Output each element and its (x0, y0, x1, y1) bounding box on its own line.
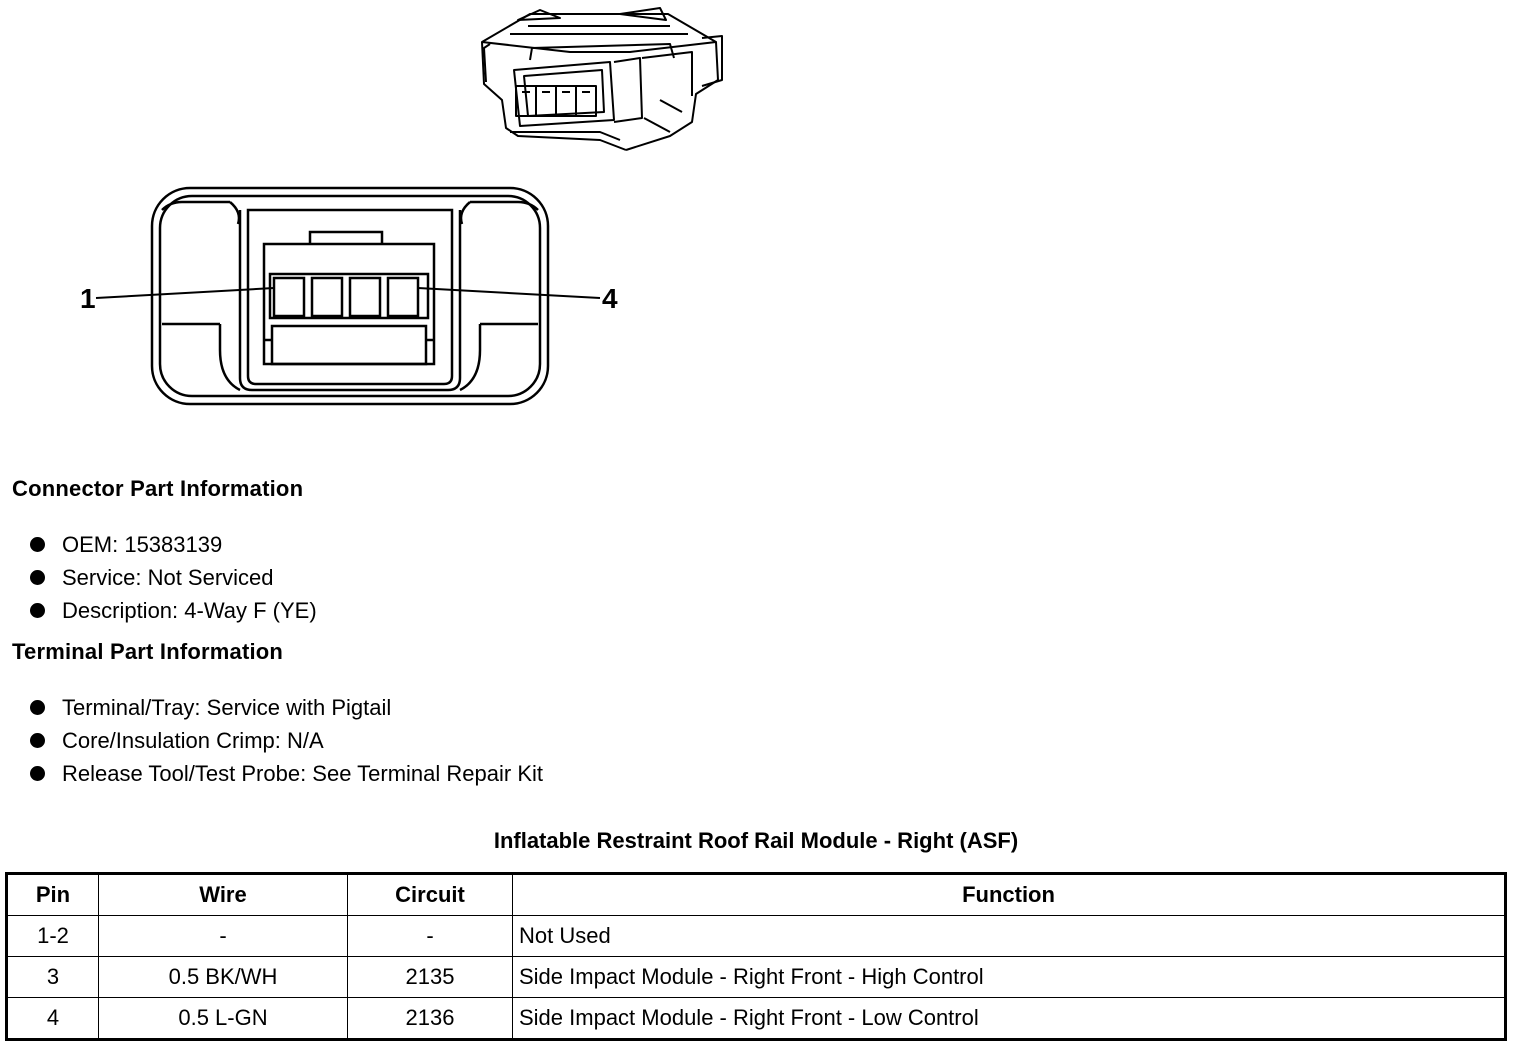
cell-pin: 3 (6, 956, 99, 998)
cell-circuit: 2135 (347, 956, 513, 998)
terminal-part-info-list: Terminal/Tray: Service with Pigtail Core… (30, 691, 543, 790)
pinout-table-caption: Inflatable Restraint Roof Rail Module - … (493, 828, 1019, 853)
cell-function: Side Impact Module - Right Front - High … (512, 956, 1506, 998)
bullet-icon (30, 570, 45, 585)
table-row: 1-2 - - Not Used (6, 915, 1506, 957)
connector-part-info-list: OEM: 15383139 Service: Not Serviced Desc… (30, 528, 317, 627)
cell-function: Not Used (512, 915, 1506, 957)
table-row: 3 0.5 BK/WH 2135 Side Impact Module - Ri… (6, 956, 1506, 998)
cell-pin: 1-2 (6, 915, 99, 957)
table-header-row: Pin Wire Circuit Function (6, 873, 1506, 916)
list-item: Description: 4-Way F (YE) (30, 594, 317, 627)
cell-pin: 4 (6, 997, 99, 1040)
column-header-function: Function (512, 873, 1506, 916)
list-item: Release Tool/Test Probe: See Terminal Re… (30, 757, 543, 790)
pin-4-label: 4 (602, 283, 618, 314)
bullet-icon (30, 700, 45, 715)
cell-wire: 0.5 BK/WH (98, 956, 348, 998)
column-header-wire: Wire (98, 873, 348, 916)
list-item: OEM: 15383139 (30, 528, 317, 561)
cell-function: Side Impact Module - Right Front - Low C… (512, 997, 1506, 1040)
bullet-icon (30, 537, 45, 552)
pin-1-label: 1 (80, 283, 96, 314)
list-item: Core/Insulation Crimp: N/A (30, 724, 543, 757)
terminal-part-info-heading: Terminal Part Information (12, 639, 284, 664)
connector-part-info-heading: Connector Part Information (12, 476, 304, 501)
list-item: Service: Not Serviced (30, 561, 317, 594)
bullet-icon (30, 733, 45, 748)
cell-wire: - (98, 915, 348, 957)
column-header-circuit: Circuit (347, 873, 513, 916)
connector-face-drawing: 1 4 (80, 186, 618, 406)
cell-circuit: - (347, 915, 513, 957)
connector-isometric-drawing (481, 7, 723, 151)
bullet-icon (30, 603, 45, 618)
cell-circuit: 2136 (347, 997, 513, 1040)
bullet-icon (30, 766, 45, 781)
pinout-table: Pin Wire Circuit Function 1-2 - - Not Us… (5, 872, 1507, 1041)
list-item: Terminal/Tray: Service with Pigtail (30, 691, 543, 724)
column-header-pin: Pin (6, 873, 99, 916)
table-row: 4 0.5 L-GN 2136 Side Impact Module - Rig… (6, 997, 1506, 1040)
cell-wire: 0.5 L-GN (98, 997, 348, 1040)
